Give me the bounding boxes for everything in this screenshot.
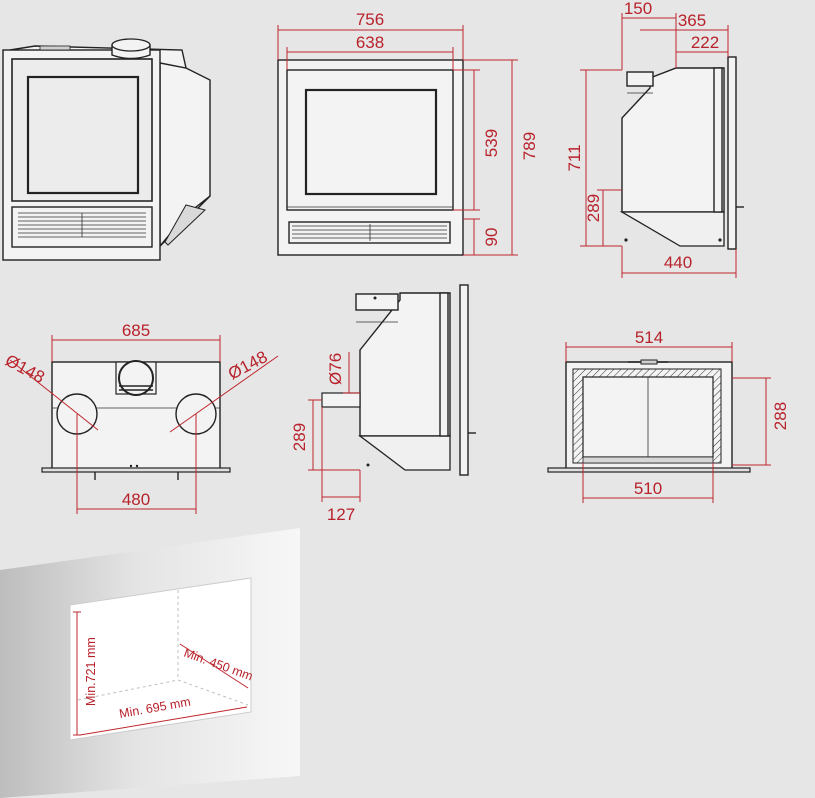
wall-niche-view: Min.721 mm Min. 450 mm Min. 695 mm [0,528,300,798]
svg-text:Ø148: Ø148 [225,347,271,383]
side-section-duct-diameter-value: 76 [326,353,345,372]
plan-section-view [547,359,751,473]
rear-width: 685 [122,321,150,340]
side-depth-bottom: 440 [664,253,692,272]
side-height-outlet: 289 [584,194,603,222]
rear-top-outlet [115,360,157,396]
plan-depth: 288 [771,402,790,430]
side-depth-inner: 222 [691,33,719,52]
front-width-outer: 756 [356,10,384,29]
rear-right-diameter: Ø148 [225,347,271,383]
svg-text:Ø148: Ø148 [2,351,48,387]
front-dimensions: 756 638 539 789 90 [277,10,539,256]
diameter-symbol: Ø [326,372,345,385]
svg-text:Ø76: Ø76 [326,353,345,385]
plan-width-inner: 510 [634,479,662,498]
perspective-view [2,38,211,261]
side-section-depth-duct: 127 [327,505,355,524]
side-view [619,56,744,250]
side-section-view [321,284,476,476]
side-height-total: 711 [565,144,584,171]
front-width-inner: 638 [356,33,384,52]
rear-left-diameter: Ø148 [2,351,48,387]
rear-view [41,360,231,480]
side-section-duct [321,392,361,408]
side-section-dimensions: Ø76 289 127 [290,352,361,524]
side-section-duct-diameter: Ø76 [326,353,345,385]
front-view [277,59,464,256]
side-depth-mid: 365 [678,11,706,30]
plan-dimensions: 514 510 288 [565,328,790,503]
side-depth-top: 150 [624,0,652,18]
front-height-total: 789 [520,132,539,160]
perspective-flue-collar [111,38,151,60]
side-section-height-duct: 289 [290,423,309,451]
niche-min-height: Min.721 mm [84,637,98,706]
side-dimensions: 150 365 222 711 289 440 [565,0,737,278]
rear-outlet-spacing: 480 [122,490,150,509]
perspective-grille [18,212,146,238]
plan-width-outer: 514 [635,328,663,347]
front-height-glass: 539 [482,129,501,157]
front-height-grille: 90 [482,228,501,247]
